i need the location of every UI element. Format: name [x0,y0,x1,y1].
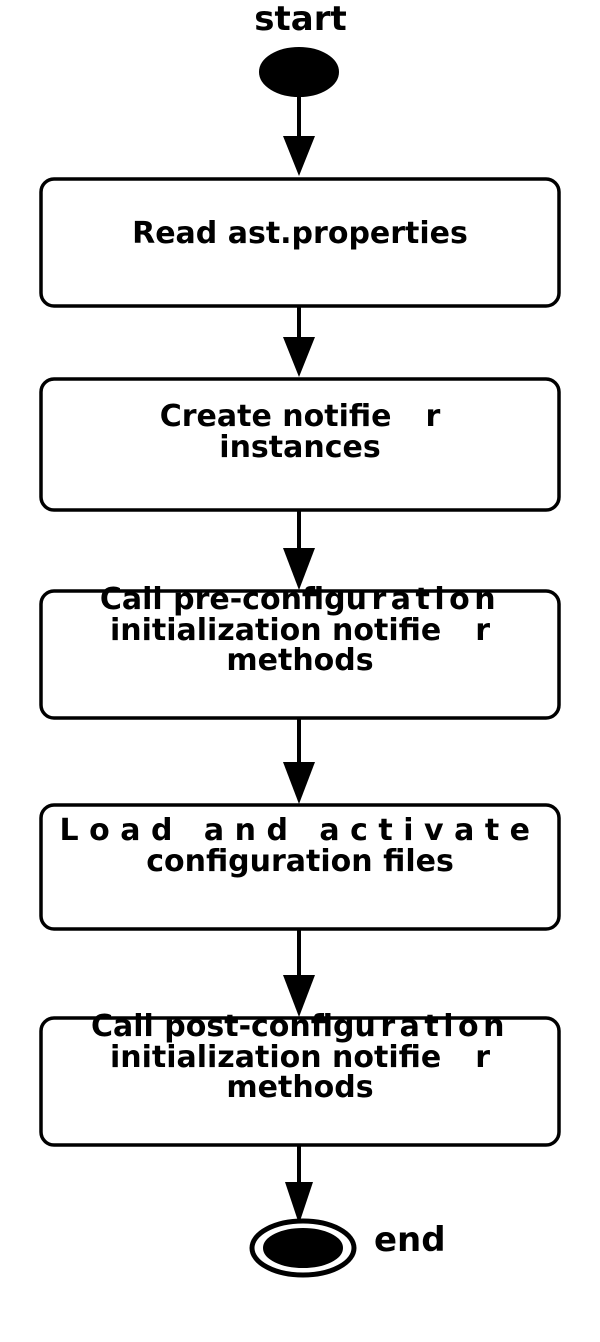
step-1-box[interactable] [39,177,561,308]
connector-step-3-to-step-4 [283,718,315,804]
start-node[interactable] [259,47,339,97]
connector-step-1-to-step-2 [283,306,315,377]
connector-step-5-to-end [285,1145,313,1224]
end-node[interactable] [249,1218,357,1278]
step-2-box[interactable] [39,377,561,512]
connector-step-2-to-step-3 [283,510,315,590]
step-3-box[interactable] [39,589,561,720]
connector-start-to-step-1 [283,96,315,176]
step-5-box[interactable] [39,1016,561,1147]
connector-step-4-to-step-5 [283,929,315,1017]
step-4-box[interactable] [39,803,561,931]
